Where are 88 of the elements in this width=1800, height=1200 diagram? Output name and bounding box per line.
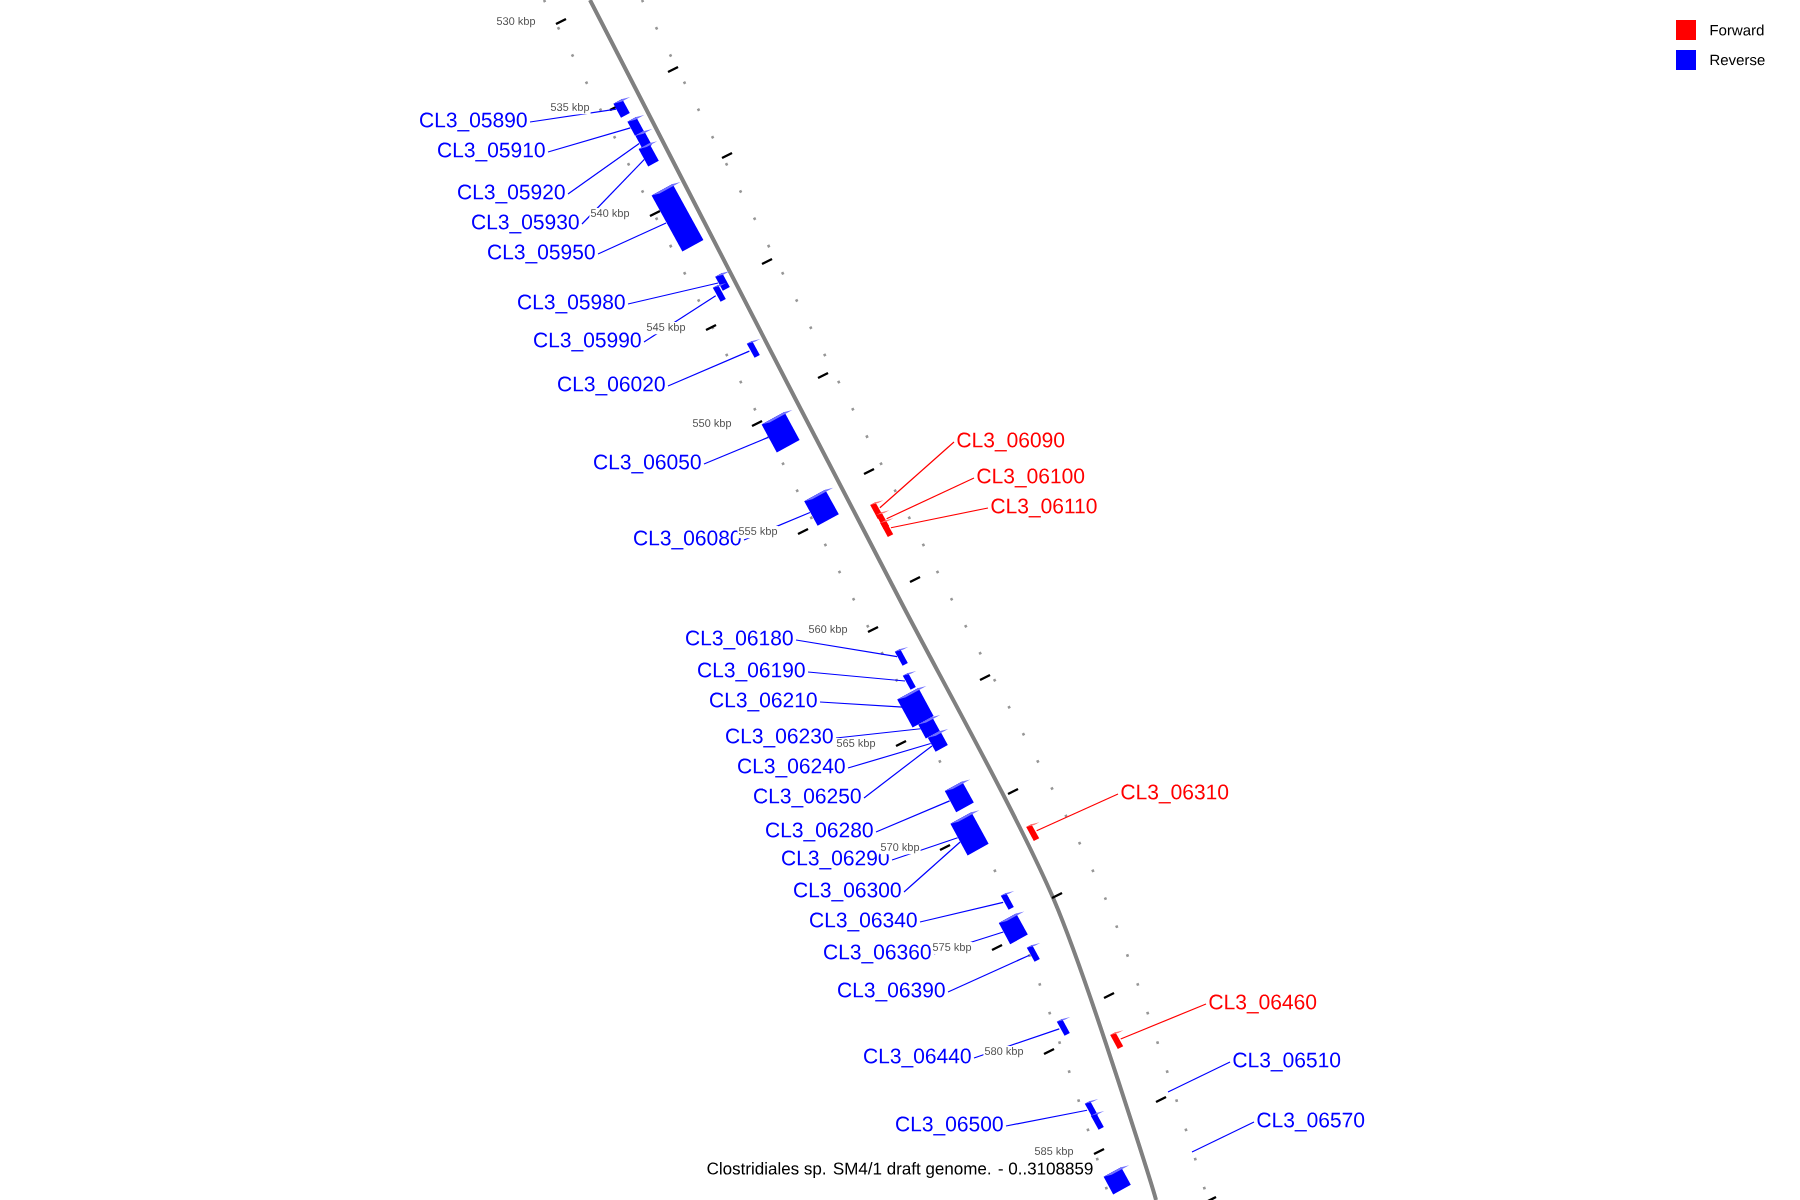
- gene-label: CL3_06240: [738, 758, 845, 778]
- gene-feature: [651, 182, 704, 252]
- leader-line: [597, 222, 667, 255]
- gene-label: CL3_06190: [698, 662, 805, 682]
- leader-line: [919, 901, 1004, 923]
- gene-label: CL3_06050: [594, 454, 701, 474]
- gene-feature: [902, 671, 917, 690]
- leader-line: [819, 701, 904, 708]
- gene-feature: [1110, 1030, 1124, 1049]
- gene-label: CL3_06290: [782, 850, 889, 870]
- gene-feature: [1000, 891, 1015, 910]
- gene-feature: [804, 487, 839, 526]
- gene-label: CL3_06340: [810, 912, 917, 932]
- gene-label: CL3_05980: [518, 294, 625, 314]
- leader-line: [1005, 1109, 1088, 1127]
- gene-feature: [880, 518, 894, 537]
- gene-label: CL3_06090: [957, 432, 1065, 452]
- gene-label: CL3_06460: [1209, 994, 1317, 1014]
- leader-line: [743, 511, 811, 541]
- leader-line: [795, 639, 898, 658]
- gene-label: CL3_06210: [710, 692, 817, 712]
- gene-feature: [1056, 1017, 1071, 1036]
- gene-label: CL3_06570: [1257, 1112, 1365, 1132]
- leader-line: [1167, 1061, 1231, 1093]
- gene-label: CL3_05930: [472, 214, 579, 234]
- gene-label: CL3_06020: [558, 376, 665, 396]
- leader-line: [903, 841, 961, 893]
- leader-line: [643, 295, 717, 343]
- leader-line: [567, 142, 640, 195]
- leader-line: [947, 954, 1030, 993]
- gene-feature: [746, 339, 761, 358]
- leader-line: [890, 507, 989, 529]
- gene-feature: [1090, 1111, 1105, 1130]
- gene-label: CL3_06280: [766, 822, 873, 842]
- gene-feature: [1026, 822, 1040, 841]
- leader-line: [627, 282, 719, 305]
- leader-line: [879, 441, 955, 509]
- leader-line: [667, 350, 750, 387]
- gene-feature: [712, 283, 727, 302]
- gene-label: CL3_06250: [754, 788, 861, 808]
- leader-line: [933, 931, 1004, 955]
- gene-feature: [927, 729, 949, 752]
- gene-feature: [894, 647, 909, 666]
- gene-feature: [715, 271, 731, 291]
- leader-line: [891, 837, 959, 861]
- gene-label: CL3_06440: [864, 1048, 971, 1068]
- gene-label: CL3_06230: [726, 728, 833, 748]
- gene-label: CL3_06100: [977, 468, 1085, 488]
- leader-line: [875, 800, 951, 833]
- gene-label: CL3_05920: [458, 184, 565, 204]
- gene-feature: [918, 715, 941, 739]
- gene-feature: [950, 810, 989, 856]
- gene-feature: [1026, 943, 1041, 962]
- leader-line: [547, 127, 631, 153]
- gene-feature: [1103, 1165, 1131, 1195]
- leader-line: [835, 728, 922, 739]
- leader-line: [1036, 793, 1119, 832]
- leader-line: [529, 108, 617, 123]
- leader-line: [807, 671, 906, 682]
- leader-line: [581, 158, 645, 225]
- gene-label: CL3_05950: [488, 244, 595, 264]
- gene-feature: [998, 911, 1028, 945]
- leader-line: [1191, 1121, 1255, 1153]
- gene-feature: [761, 410, 800, 453]
- gene-label: CL3_06110: [991, 498, 1097, 518]
- leader-line: [703, 436, 769, 465]
- leader-line: [973, 1028, 1060, 1059]
- gene-label: CL3_06180: [686, 630, 793, 650]
- leader-line: [847, 742, 932, 769]
- gene-label: CL3_06500: [896, 1116, 1003, 1136]
- gene-feature: [627, 115, 645, 136]
- leader-line: [863, 745, 933, 799]
- gene-label: CL3_06310: [1121, 784, 1229, 804]
- gene-label: CL3_06510: [1233, 1052, 1341, 1072]
- leader-line: [886, 477, 975, 520]
- gene-label: CL3_05890: [420, 112, 527, 132]
- gene-label: CL3_05990: [534, 332, 641, 352]
- gene-feature: [897, 686, 934, 728]
- gene-feature: [613, 97, 631, 118]
- gene-label: CL3_06080: [634, 530, 741, 550]
- leader-line: [1120, 1003, 1207, 1040]
- gene-label: CL3_06390: [838, 982, 945, 1002]
- gene-label: CL3_06300: [794, 882, 901, 902]
- gene-feature: [944, 779, 974, 813]
- gene-label: CL3_05910: [438, 142, 545, 162]
- gene-label: CL3_06360: [824, 944, 931, 964]
- caption: Clostridiales sp. SM4/1 draft genome. - 0..3108859: [707, 1162, 1093, 1178]
- gene-feature: [638, 141, 659, 167]
